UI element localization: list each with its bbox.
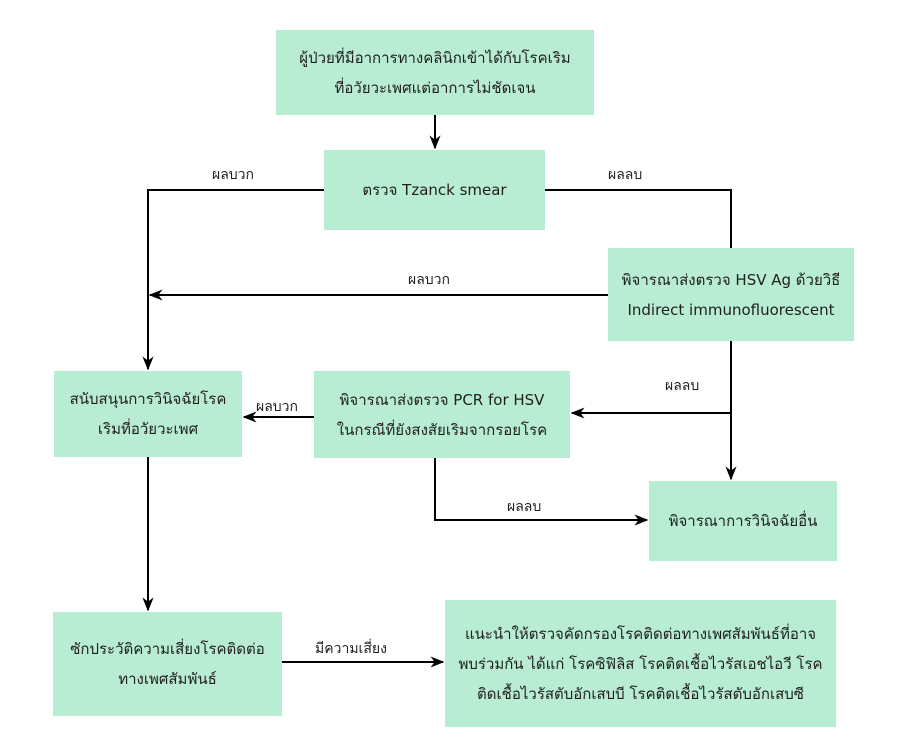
edge-label-tzanck-negative: ผลลบ — [608, 167, 643, 183]
node-start-line-2: ที่อวัยวะเพศแต่อาการไม่ชัดเจน — [334, 78, 536, 97]
edge-pcr-to-other — [434, 458, 649, 526]
node-sti-history-line-2: ทางเพศสัมพันธ์ — [118, 670, 217, 688]
node-pcr-line-2: ในกรณีที่ยังสงสัยเริมจากรอยโรค — [336, 420, 548, 439]
edge-label-hsv-ag-negative: ผลลบ — [665, 378, 700, 394]
node-sti-history-line-1: ซักประวัติความเสี่ยงโรคติดต่อ — [70, 640, 265, 658]
edge-label-pcr-positive: ผลบวก — [256, 399, 299, 415]
node-support-diagnosis-line-2: เริมที่อวัยวะเพศ — [97, 420, 199, 438]
node-sti-screen: แนะนำให้ตรวจคัดกรองโรคติดต่อทางเพศสัมพัน… — [445, 600, 836, 727]
edge-label-has-risk: มีความเสี่ยง — [315, 641, 387, 657]
node-support-diagnosis: สนับสนุนการวินิจฉัยโรค เริมที่อวัยวะเพศ — [54, 371, 242, 457]
edge-tzanck-to-support — [142, 189, 324, 371]
node-start: ผู้ป่วยที่มีอาการทางคลินิกเข้าได้กับโรคเ… — [276, 30, 594, 115]
node-other-diagnosis-line-1: พิจารณาการวินิจฉัยอื่น — [668, 512, 818, 530]
edge-label-pcr-negative: ผลลบ — [507, 499, 542, 515]
node-sti-screen-line-3: ติดเชื้อไวรัสตับอักเสบบี โรคติดเชื้อไวรั… — [477, 684, 804, 703]
node-hsv-ag-line-1: พิจารณาส่งตรวจ HSV Ag ด้วยวิธี — [621, 270, 841, 289]
node-hsv-ag: พิจารณาส่งตรวจ HSV Ag ด้วยวิธี Indirect … — [608, 248, 854, 341]
node-pcr-line-1: พิจารณาส่งตรวจ PCR for HSV — [339, 390, 545, 409]
node-support-diagnosis-line-1: สนับสนุนการวินิจฉัยโรค — [69, 390, 227, 408]
node-tzanck-line-1: ตรวจ Tzanck smear — [362, 181, 507, 199]
node-tzanck: ตรวจ Tzanck smear — [324, 150, 545, 230]
node-sti-history: ซักประวัติความเสี่ยงโรคติดต่อ ทางเพศสัมพ… — [53, 612, 282, 716]
node-sti-screen-line-2: พบร่วมกัน ได้แก่ โรคซิฟิลิส โรคติดเชื้อไ… — [458, 654, 823, 673]
edge-label-tzanck-positive: ผลบวก — [212, 167, 255, 183]
node-pcr: พิจารณาส่งตรวจ PCR for HSV ในกรณีที่ยังส… — [314, 371, 570, 458]
node-hsv-ag-line-2: Indirect immunofluorescent — [627, 300, 835, 319]
edge-label-hsv-ag-positive: ผลบวก — [408, 272, 451, 288]
node-start-line-1: ผู้ป่วยที่มีอาการทางคลินิกเข้าได้กับโรคเ… — [299, 48, 571, 67]
edge-tzanck-to-hsv-ag — [545, 189, 732, 248]
node-other-diagnosis: พิจารณาการวินิจฉัยอื่น — [649, 481, 837, 561]
node-sti-screen-line-1: แนะนำให้ตรวจคัดกรองโรคติดต่อทางเพศสัมพัน… — [464, 624, 817, 643]
